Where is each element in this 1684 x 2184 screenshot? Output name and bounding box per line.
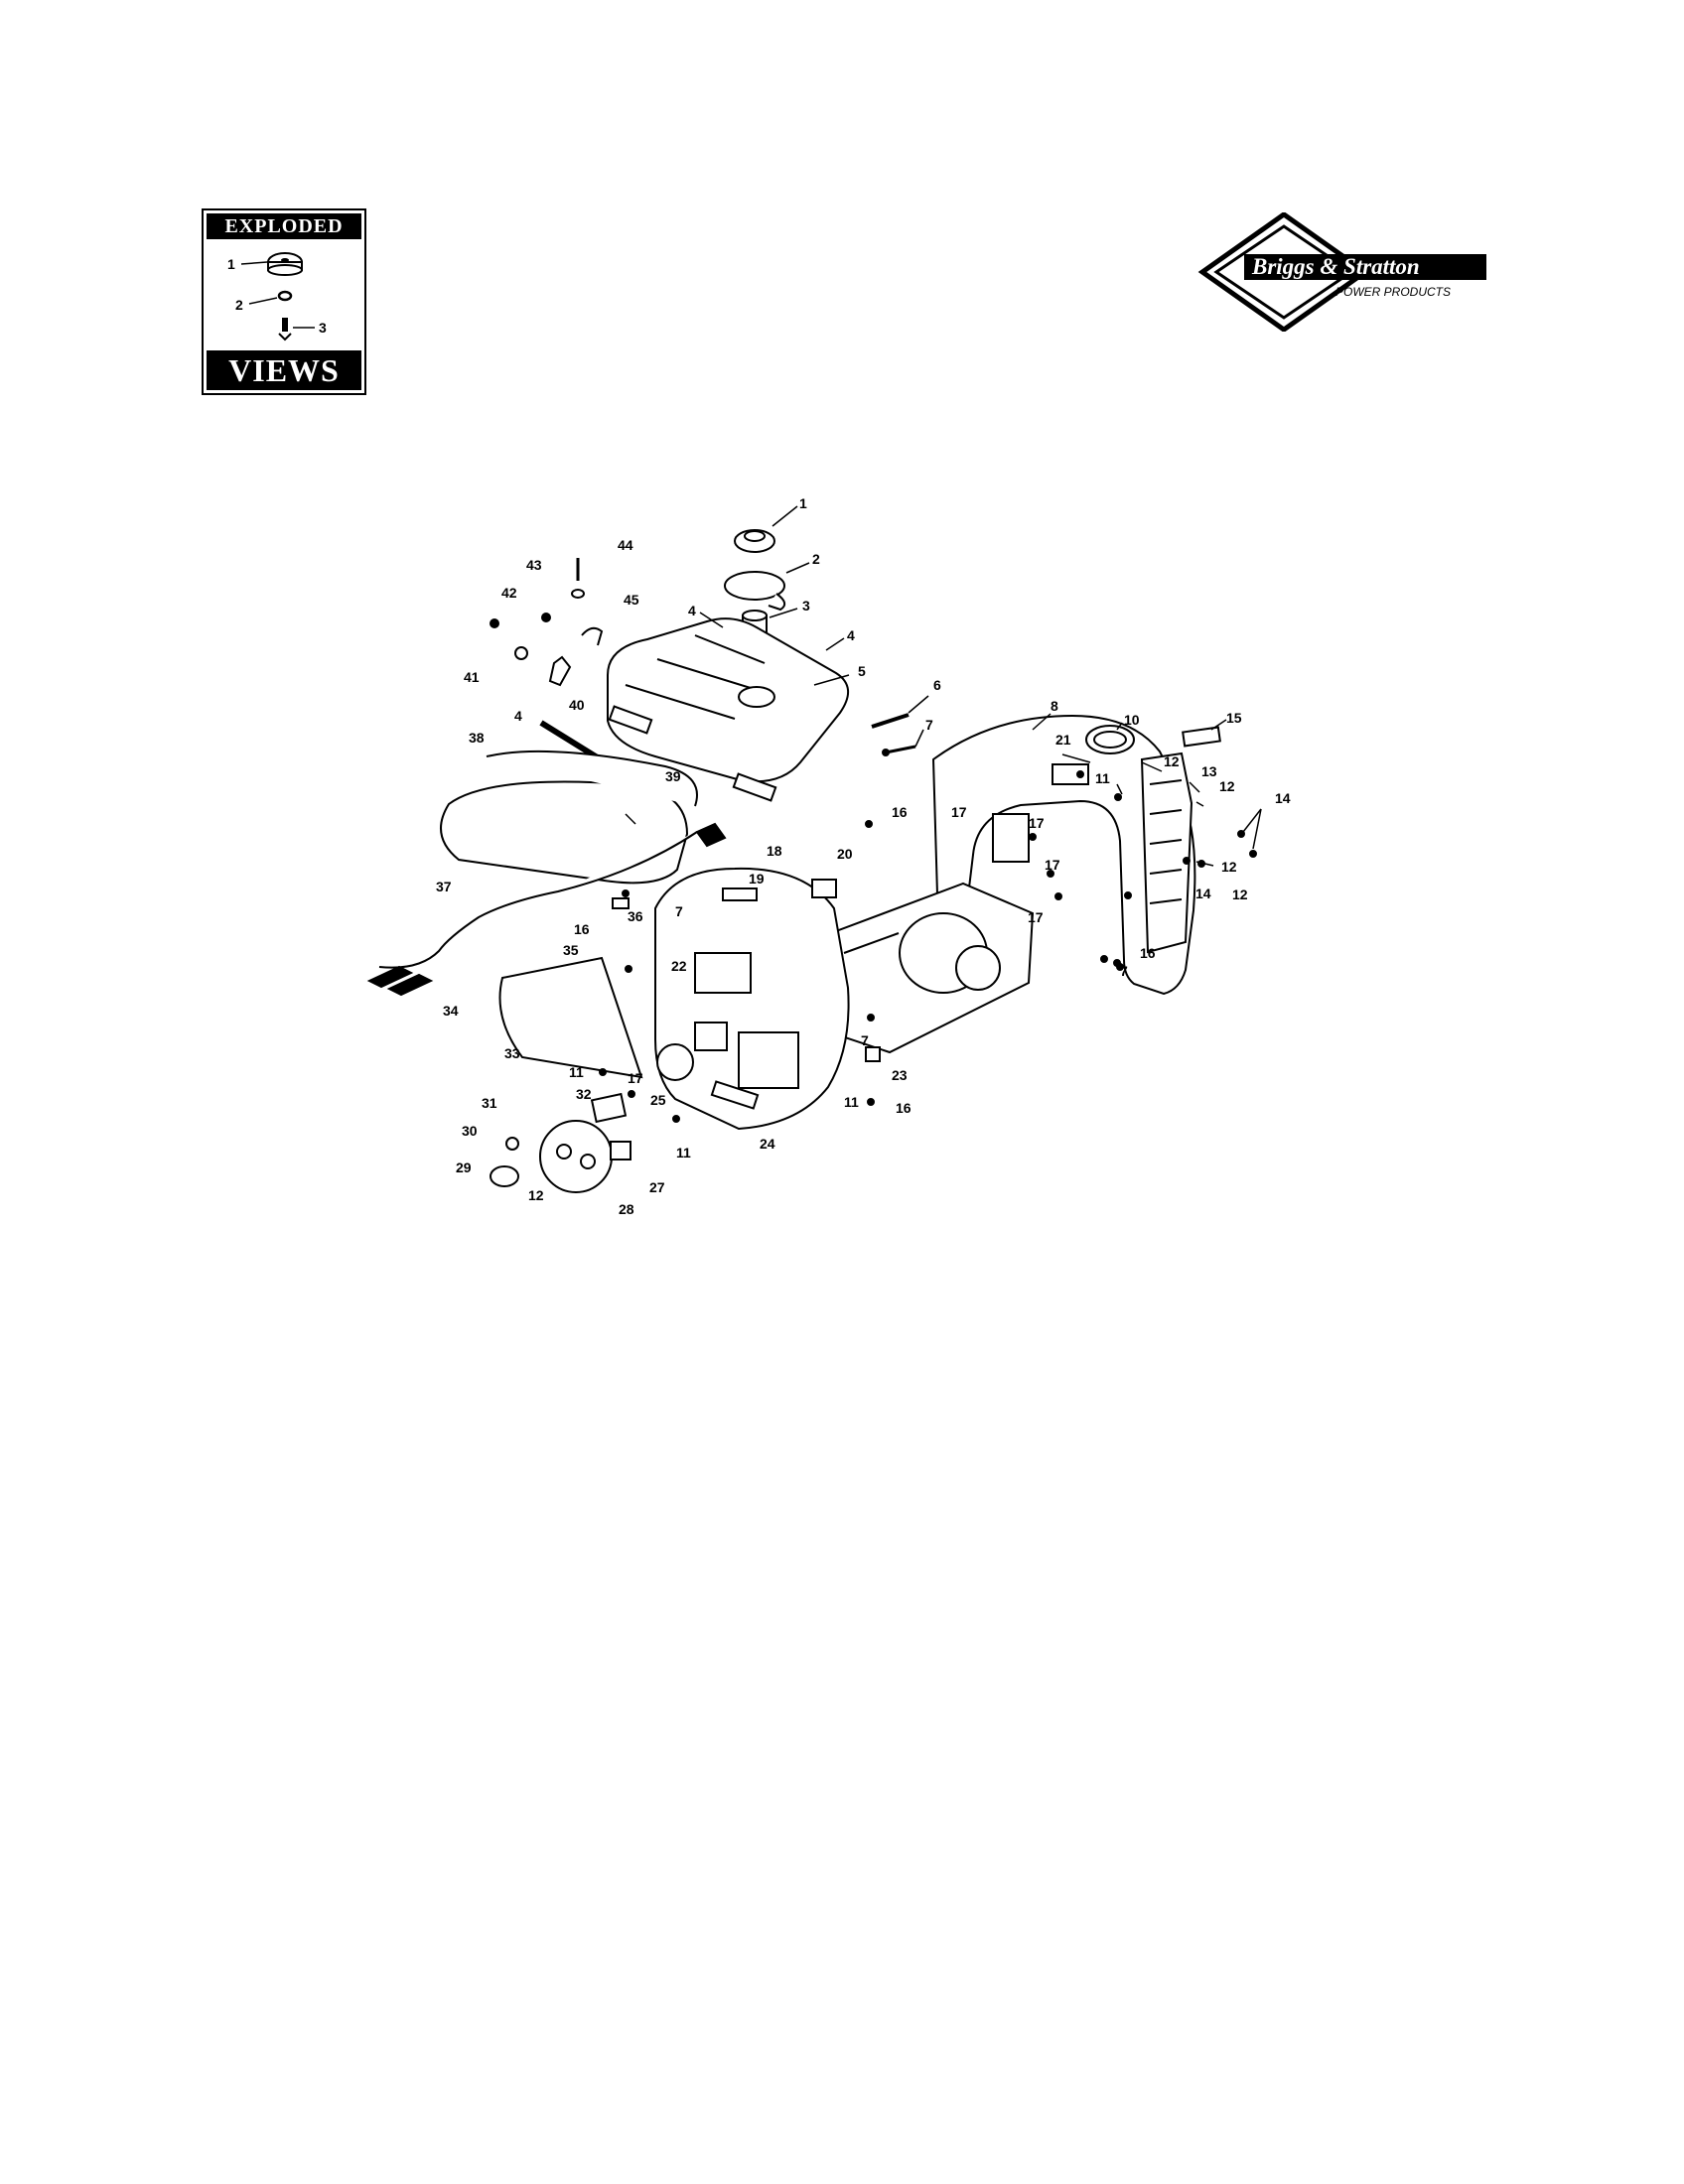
badge-label-2: 2 [235, 297, 243, 313]
callout-41: 40 [569, 697, 585, 713]
callout-4c: 4 [514, 708, 522, 724]
callout-38: 37 [436, 879, 452, 894]
callout-17a: 17 [1029, 815, 1045, 831]
callout-24: 23 [892, 1067, 908, 1083]
callout-15: 15 [1226, 710, 1242, 726]
callout-3: 3 [802, 598, 810, 614]
callout-6: 6 [933, 677, 941, 693]
callout-labels: 1 2 3 4 4 4 5 6 7 7 7 7 8 10 11 11 11 11… [436, 495, 1291, 1217]
callout-18: 17 [951, 804, 967, 820]
callout-39: 38 [469, 730, 485, 746]
callout-12a: 12 [1164, 753, 1180, 769]
callout-12b: 12 [1219, 778, 1235, 794]
callout-17b: 17 [1045, 857, 1060, 873]
logo-brand-text: Briggs & Stratton [1251, 254, 1420, 279]
badge-title-bottom: VIEWS [207, 350, 361, 390]
callout-5: 5 [858, 663, 866, 679]
callout-13: 13 [1201, 763, 1217, 779]
callout-43: 42 [501, 585, 517, 601]
badge-mini-diagram: 1 2 3 [227, 252, 327, 341]
callout-23: 22 [671, 958, 687, 974]
callout-32: 31 [482, 1095, 497, 1111]
callout-16d: 16 [896, 1100, 912, 1116]
callout-10: 10 [1124, 712, 1140, 728]
callout-21: 20 [837, 846, 853, 862]
callout-7d: 7 [861, 1032, 869, 1048]
callout-1: 1 [799, 495, 807, 511]
callout-16b: 16 [574, 921, 590, 937]
callout-27: 25 [650, 1092, 666, 1108]
badge-label-3: 3 [319, 320, 327, 336]
parts-drawing [366, 529, 1257, 1193]
callout-19: 18 [767, 843, 782, 859]
callout-45: 44 [618, 537, 633, 553]
callout-34: 33 [504, 1045, 520, 1061]
briggs-stratton-logo: Briggs & Stratton POWER PRODUCTS [1197, 212, 1486, 332]
callout-16a: 16 [892, 804, 908, 820]
callout-4b: 4 [847, 627, 855, 643]
callout-35: 34 [443, 1003, 459, 1019]
callout-14a: 14 [1275, 790, 1291, 806]
callout-28: 27 [649, 1179, 665, 1195]
callout-42: 41 [464, 669, 480, 685]
callout-11a: 11 [1095, 770, 1110, 786]
callout-22: 21 [1055, 732, 1071, 748]
callout-11d: 11 [844, 1094, 859, 1110]
callout-40: 39 [665, 768, 681, 784]
callout-31: 30 [462, 1123, 478, 1139]
callout-8: 8 [1051, 698, 1058, 714]
callout-11b: 11 [569, 1064, 584, 1080]
callout-17c: 17 [1028, 909, 1044, 925]
callout-44: 43 [526, 557, 542, 573]
leader-lines [625, 505, 1262, 867]
callout-7c: 7 [1120, 963, 1128, 979]
logo-tagline: POWER PRODUCTS [1335, 285, 1451, 299]
callout-37: 36 [628, 908, 643, 924]
callout-25: 24 [760, 1136, 775, 1152]
callout-33: 32 [576, 1086, 592, 1102]
callout-7b: 7 [675, 903, 683, 919]
callout-11c: 11 [676, 1145, 691, 1160]
callout-16c: 16 [1140, 945, 1156, 961]
callout-30: 29 [456, 1160, 472, 1175]
badge-title-top: EXPLODED [207, 213, 361, 239]
callout-7a: 7 [925, 717, 933, 733]
callout-14b: 14 [1195, 886, 1211, 901]
callout-12e: 12 [528, 1187, 544, 1203]
callout-46: 45 [624, 592, 639, 608]
callout-12d: 12 [1232, 887, 1248, 902]
callout-12c: 12 [1221, 859, 1237, 875]
callout-2: 2 [812, 551, 820, 567]
callout-4a: 4 [688, 603, 696, 618]
badge-label-1: 1 [227, 256, 235, 272]
exploded-views-badge: EXPLODED 1 2 3 VIEWS [202, 208, 366, 395]
callout-17d: 17 [628, 1070, 643, 1086]
callout-29: 28 [619, 1201, 634, 1217]
callout-20: 19 [749, 871, 765, 887]
callout-36: 35 [563, 942, 579, 958]
